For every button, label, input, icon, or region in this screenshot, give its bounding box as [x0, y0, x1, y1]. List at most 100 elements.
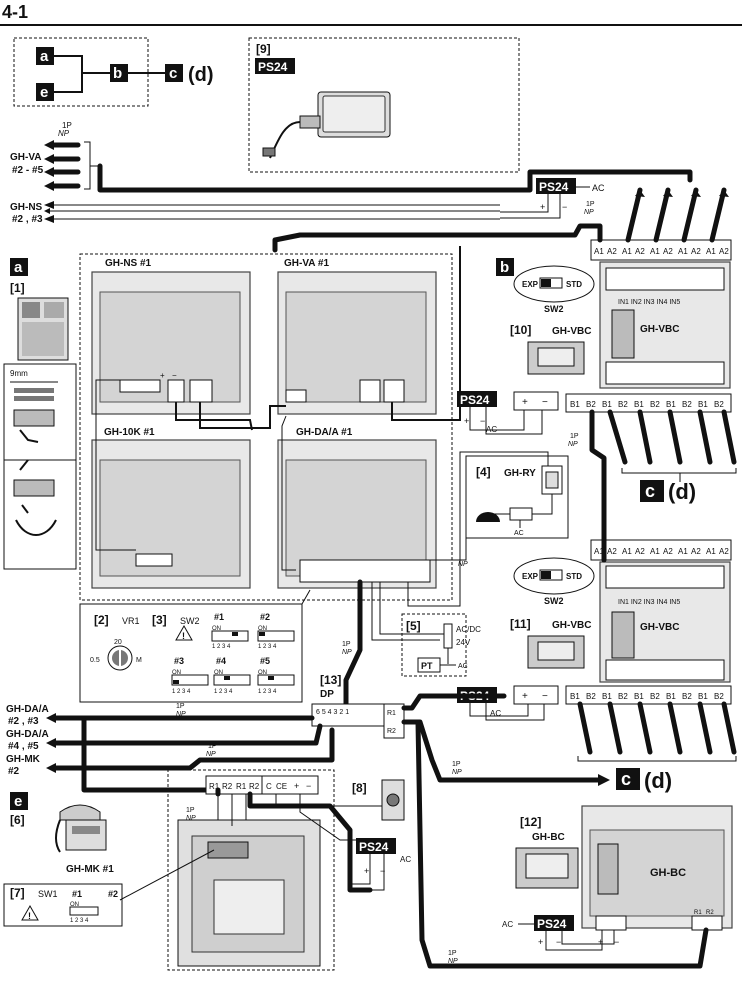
svg-text:#1: #1	[214, 612, 224, 622]
label-ghns-ext-range: #2 , #3	[12, 214, 43, 225]
svg-text:e: e	[40, 84, 48, 101]
svg-text:20: 20	[114, 639, 122, 646]
svg-text:#1: #1	[72, 889, 82, 899]
svg-text:A1: A1	[622, 547, 632, 556]
label-np-mk: NP	[186, 815, 196, 822]
label-np-top: NP	[58, 129, 70, 138]
label-plus-bc2: +	[598, 937, 603, 947]
label-np-cd: NP	[452, 769, 462, 776]
svg-text:B2: B2	[586, 692, 596, 701]
svg-text:PS24: PS24	[537, 917, 567, 931]
svg-text:#3: #3	[174, 656, 184, 666]
svg-text:A2: A2	[607, 247, 617, 256]
svg-text:B2: B2	[650, 692, 660, 701]
sw2-switch-mid: EXP STD SW2	[513, 557, 595, 606]
svg-text:1 2 3 4: 1 2 3 4	[70, 918, 89, 924]
label-item12: [12]	[520, 815, 541, 829]
svg-text:EXP: EXP	[522, 572, 539, 581]
vbc-3d-thumb-11	[527, 635, 585, 669]
dp-r-terminals: R1 R2	[383, 703, 405, 739]
svg-text:R1: R1	[694, 910, 702, 916]
label-minus-ps10: −	[480, 416, 485, 426]
svg-text:(d): (d)	[644, 768, 672, 793]
svg-text:PS24: PS24	[539, 180, 569, 194]
legend-e: e	[36, 83, 54, 101]
svg-text:A1: A1	[650, 247, 660, 256]
vr1-knob: 20 0.5 M	[90, 639, 142, 671]
vbc11-power-terminals: + −	[513, 685, 559, 705]
ghmk-phone-illustration	[55, 804, 107, 853]
svg-text:M: M	[136, 657, 142, 664]
label-9mm: 9mm	[10, 369, 28, 378]
label-ghmk2: GH-MK	[6, 754, 41, 765]
dp-terminal-block: 6 5 4 3 2 1	[311, 703, 385, 727]
label-plus-ps10: +	[464, 416, 469, 426]
label-1p-top: 1P	[62, 121, 72, 130]
svg-text:A2: A2	[635, 547, 645, 556]
svg-text:+: +	[160, 371, 165, 380]
mk-terminals-c: C CE + −	[261, 775, 319, 795]
panel-ghvbc11: IN1 IN2 IN3 IN4 IN5 GH-VBC	[599, 561, 731, 683]
panel-ghdaa1: GH-DA/A #1	[277, 427, 437, 589]
label-np-10b: NP	[568, 441, 578, 448]
legend-c: c	[165, 64, 183, 82]
svg-text:B1: B1	[570, 400, 580, 409]
svg-text:A1: A1	[678, 547, 688, 556]
label-ac-top: AC	[592, 183, 605, 193]
label-np-dp: NP	[342, 649, 352, 656]
ghns-arrows	[44, 201, 500, 223]
label-minus-top: −	[562, 202, 567, 212]
svg-text:B1: B1	[634, 400, 644, 409]
svg-text:A1: A1	[594, 247, 604, 256]
label-np-b: NP	[584, 209, 594, 216]
legend-d: (d)	[188, 64, 214, 86]
mk-terminals-r: R1 R2 R1 R2	[205, 775, 263, 795]
svg-text:C: C	[266, 782, 272, 791]
label-np-l2: NP	[206, 751, 216, 758]
label-pt: PT	[421, 661, 433, 671]
svg-text:−: −	[172, 371, 177, 380]
svg-text:1 2 3 4: 1 2 3 4	[258, 689, 277, 695]
svg-text:−: −	[542, 691, 548, 702]
svg-text:R1: R1	[209, 782, 220, 791]
svg-text:ON: ON	[172, 670, 181, 676]
svg-text:A2: A2	[663, 247, 673, 256]
svg-text:+: +	[522, 397, 528, 408]
svg-text:1 2 3 4: 1 2 3 4	[172, 689, 191, 695]
wire-strip-illustration	[4, 381, 76, 536]
label-ghdaa-45: GH-DA/A	[6, 729, 49, 740]
section-e-badge: e	[10, 792, 28, 810]
svg-text:IN1 IN2 IN3 IN4 IN5: IN1 IN2 IN3 IN4 IN5	[618, 599, 680, 606]
svg-text:B2: B2	[714, 692, 724, 701]
label-1p-cd: 1P	[452, 761, 461, 768]
svg-text:IN1 IN2 IN3 IN4 IN5: IN1 IN2 IN3 IN4 IN5	[618, 299, 680, 306]
section-a-badge: a	[10, 258, 28, 276]
label-item2: [2]	[94, 613, 109, 627]
svg-text:B1: B1	[602, 692, 612, 701]
label-1p-l2: 1P	[208, 743, 217, 750]
svg-text:1 2 3 4: 1 2 3 4	[258, 644, 277, 650]
label-item11: [11]	[510, 617, 531, 631]
svg-text:B2: B2	[714, 400, 724, 409]
svg-text:B2: B2	[586, 400, 596, 409]
c-d-label-1: c (d)	[640, 479, 696, 504]
svg-text:A1: A1	[650, 547, 660, 556]
svg-text:A2: A2	[691, 547, 701, 556]
svg-text:a: a	[40, 48, 49, 65]
label-ghmk2r: #2	[8, 766, 20, 777]
svg-text:ON: ON	[258, 670, 267, 676]
label-item13: [13]	[320, 673, 341, 687]
svg-text:1 2 3 4: 1 2 3 4	[214, 689, 233, 695]
svg-text:R2: R2	[387, 728, 396, 735]
page-title: 4-1	[2, 2, 28, 22]
svg-text:GH-NS #1: GH-NS #1	[105, 258, 152, 269]
svg-text:B2: B2	[618, 400, 628, 409]
dip-switch-1: #1 ON 1 2 3 4	[211, 612, 249, 650]
dip-switch-5: #5 ON 1 2 3 4	[257, 656, 295, 695]
label-ghvbc-10: GH-VBC	[552, 326, 591, 337]
svg-text:B1: B1	[666, 692, 676, 701]
label-item4: [4]	[476, 465, 491, 479]
